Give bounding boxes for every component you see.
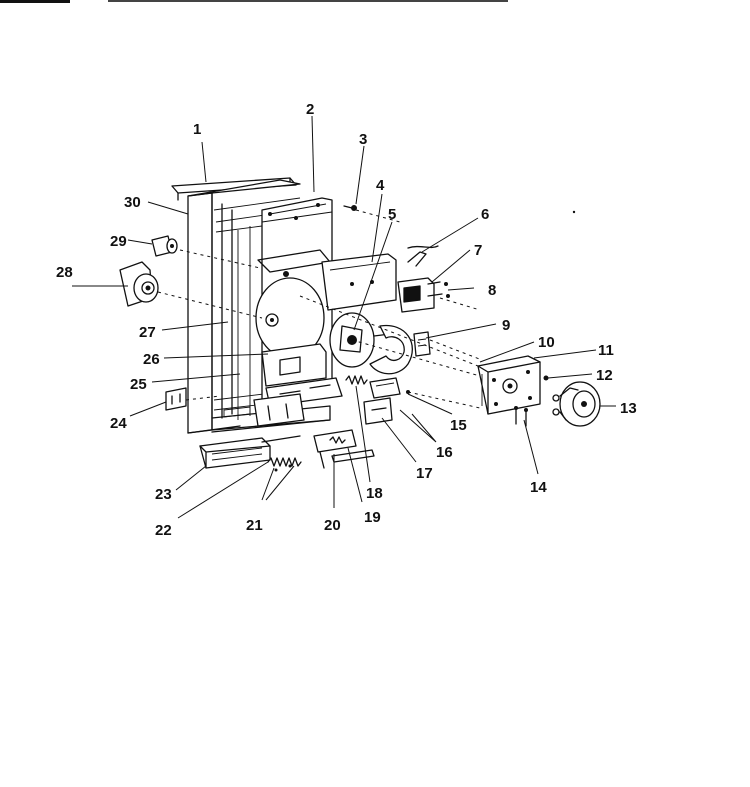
assembly-lines: [157, 209, 483, 409]
callout-19: 19: [364, 509, 381, 526]
callout-18: 18: [366, 485, 383, 502]
stray-mark: [572, 210, 576, 214]
callout-4: 4: [376, 177, 385, 194]
callout-1: 1: [193, 121, 201, 138]
callout-28: 28: [56, 264, 73, 281]
linkage-17: [363, 397, 393, 425]
cam-crescent: [369, 324, 413, 375]
callout-12: 12: [596, 367, 613, 384]
screw-12: [543, 375, 549, 381]
callout-26: 26: [143, 351, 160, 368]
callout-labels: 1 2 3 4 5 6 7 8 9 10 11 12 13 14 15 16 1…: [56, 101, 637, 539]
base-drawer-23: [199, 435, 301, 469]
screw-3: [343, 205, 357, 211]
switch-9: [413, 331, 431, 357]
callout-20: 20: [324, 517, 341, 534]
dial-28: [119, 261, 159, 307]
timer-motor-13: [552, 381, 601, 427]
spring-21: [267, 457, 302, 472]
center-mechanism: [253, 343, 343, 427]
callout-24: 24: [110, 415, 127, 432]
callout-3: 3: [359, 131, 367, 148]
knob-29: [151, 235, 178, 257]
callout-23: 23: [155, 486, 172, 503]
switch-bracket: [321, 253, 397, 311]
leader-lines: [72, 115, 616, 519]
callout-11: 11: [598, 342, 614, 359]
callout-21: 21: [246, 517, 263, 534]
top-edge-artifact: [0, 0, 508, 3]
callout-6: 6: [481, 206, 489, 223]
callout-17: 17: [416, 465, 433, 482]
callout-22: 22: [155, 522, 172, 539]
clip-24: [165, 387, 187, 411]
callout-25: 25: [130, 376, 147, 393]
callout-13: 13: [620, 400, 637, 417]
switch-15: [369, 377, 410, 399]
callout-30: 30: [124, 194, 141, 211]
callout-10: 10: [538, 334, 555, 351]
screws-14: [514, 406, 528, 427]
callout-15: 15: [450, 417, 467, 434]
callout-16: 16: [436, 444, 453, 461]
callout-5: 5: [388, 206, 396, 223]
callout-27: 27: [139, 324, 156, 341]
callout-14: 14: [530, 479, 547, 496]
wire-harness-6: [407, 245, 439, 249]
timer-bracket: [477, 355, 541, 415]
callout-7: 7: [474, 242, 482, 259]
callout-29: 29: [110, 233, 127, 250]
spring-18: [345, 375, 368, 385]
callout-2: 2: [306, 101, 314, 118]
callout-9: 9: [502, 317, 510, 334]
callout-8: 8: [488, 282, 496, 299]
lever-19-20: [313, 429, 375, 469]
switch-assembly-7-8: [397, 251, 450, 313]
